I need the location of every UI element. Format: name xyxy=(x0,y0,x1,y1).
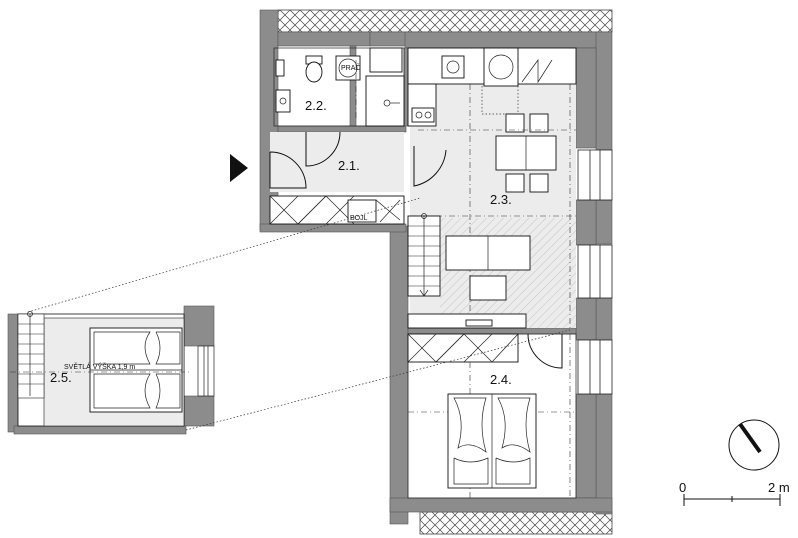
clear-height-label: SVĚTLÁ VÝŠKA 1,9 m xyxy=(64,362,135,371)
scale-start-label: 0 xyxy=(679,480,686,495)
room-label-2.5: 2.5. xyxy=(50,370,72,385)
room-floor-2.1 xyxy=(270,132,404,192)
washer-label: PRAČ xyxy=(341,63,360,72)
bedroom: 2.4. xyxy=(407,333,577,499)
scale-end-label: 2 m xyxy=(768,480,790,495)
north-arrow-icon xyxy=(728,419,780,471)
top-terrace xyxy=(277,9,613,33)
hall: BOJL 2.1. xyxy=(269,131,447,225)
living-zone-hatch xyxy=(440,218,576,328)
room-label-2.1: 2.1. xyxy=(338,158,360,173)
bottom-terrace xyxy=(419,511,613,535)
windows xyxy=(577,149,613,395)
kitchen-living: 2.3. xyxy=(407,47,577,330)
bathroom: PRAČ 2.2. xyxy=(273,47,405,127)
mezzanine-detail: SVĚTLÁ VÝŠKA 1,9 m 2.5. xyxy=(7,305,215,435)
room-label-2.2: 2.2. xyxy=(305,98,327,113)
scale-bar: 0 2 m xyxy=(679,480,790,506)
room-label-2.4: 2.4. xyxy=(490,372,512,387)
walls xyxy=(259,9,613,525)
entrance-arrow-icon xyxy=(230,154,248,182)
projection-lines xyxy=(27,197,571,431)
boiler-label: BOJL xyxy=(350,215,368,222)
room-label-2.3: 2.3. xyxy=(490,192,512,207)
